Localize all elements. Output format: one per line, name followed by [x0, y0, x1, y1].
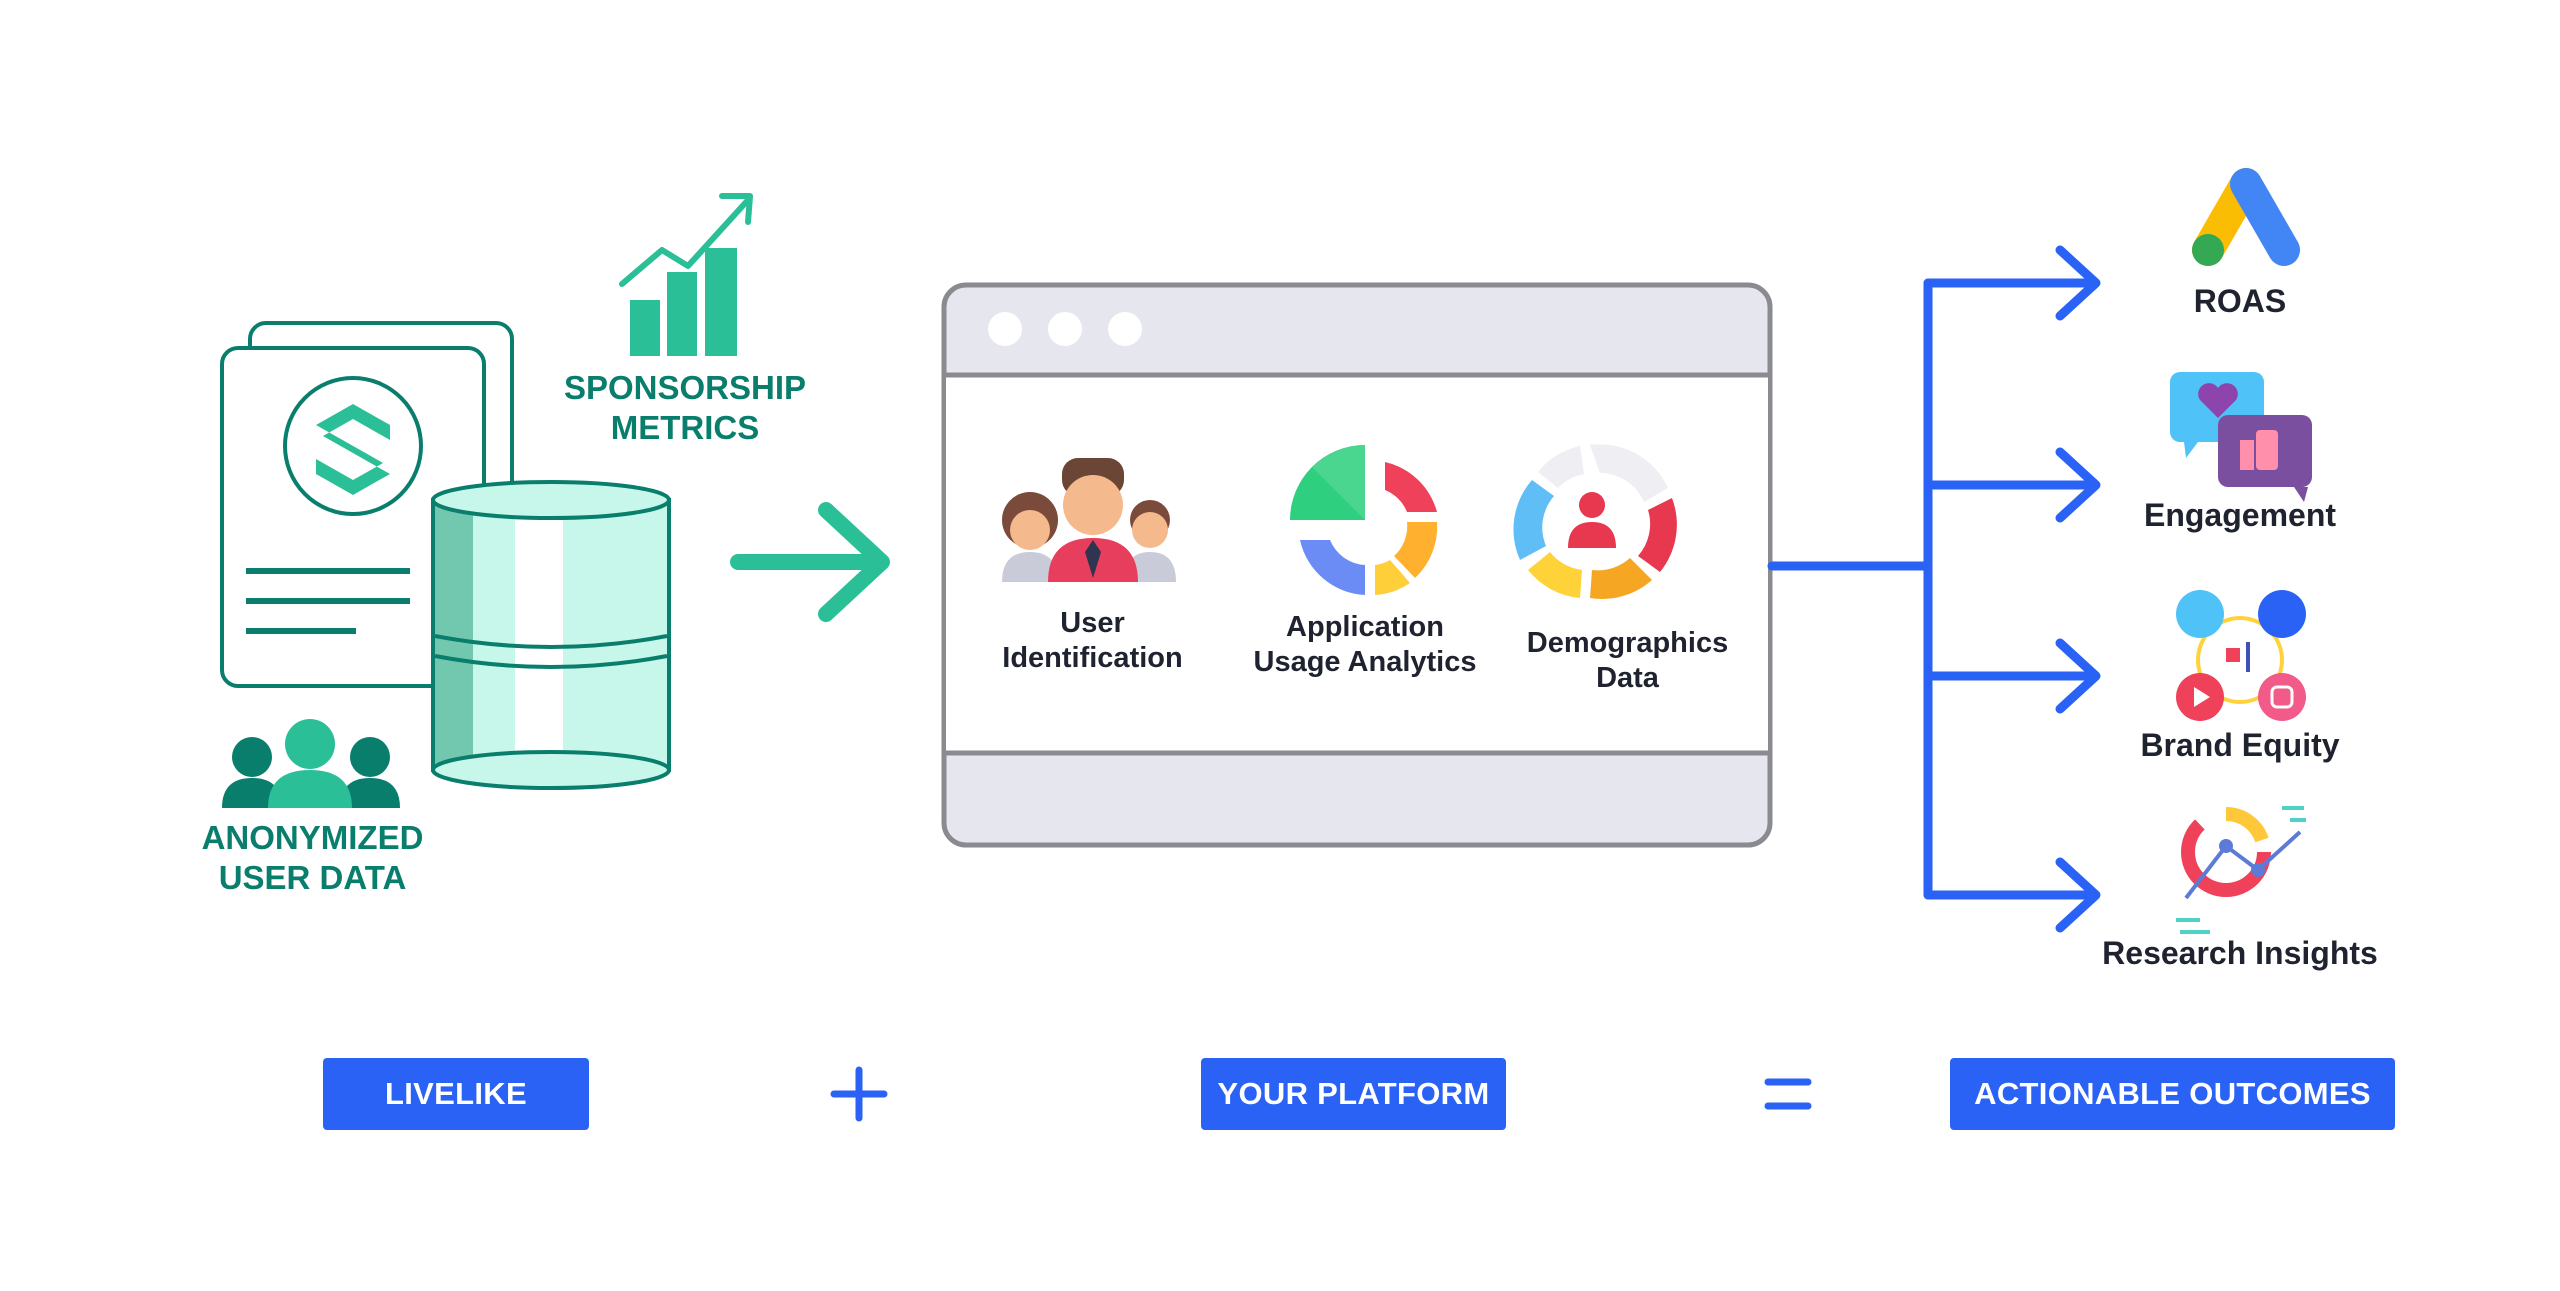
plus-icon	[830, 1066, 888, 1122]
sponsorship-metrics-label: SPONSORSHIP METRICS	[563, 369, 807, 447]
livelike-badge: LIVELIKE	[323, 1058, 589, 1130]
outcome-label-brand-equity: Brand Equity	[2140, 727, 2340, 763]
anonymized-user-data-label: ANONYMIZED USER DATA	[201, 819, 424, 897]
database-icon	[431, 480, 671, 790]
your-platform-badge: YOUR PLATFORM	[1201, 1058, 1506, 1130]
chat-bubbles-icon	[2170, 372, 2312, 502]
google-ads-icon	[2192, 168, 2300, 266]
donut-chart-icon	[1290, 445, 1438, 595]
demographics-ring-icon	[1513, 444, 1677, 599]
feature-label-usage-analytics: Application Usage Analytics	[1253, 611, 1477, 679]
output-connector	[1767, 245, 2101, 933]
outcome-label-roas: ROAS	[2193, 283, 2287, 319]
feature-label-user-identification: User Identification	[1002, 607, 1183, 675]
users-group-icon	[222, 719, 400, 808]
outcome-label-research-insights: Research Insights	[2102, 935, 2378, 971]
outcome-label-engagement: Engagement	[2143, 497, 2337, 533]
analytics-icon	[2176, 806, 2306, 934]
feature-label-demographics: Demographics Data	[1526, 627, 1729, 695]
actionable-outcomes-badge: ACTIONABLE OUTCOMES	[1950, 1058, 2395, 1130]
growth-chart-icon	[619, 193, 753, 356]
input-arrow	[730, 502, 890, 622]
people-icon	[1002, 458, 1176, 582]
social-icons	[2176, 590, 2306, 721]
equals-icon	[1764, 1078, 1812, 1110]
